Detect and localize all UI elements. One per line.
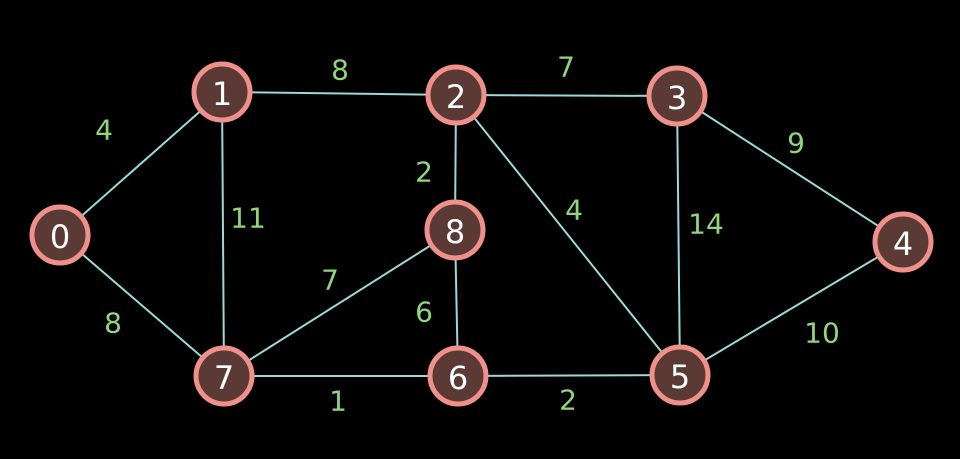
edge-7-8: [223, 229, 456, 377]
node-6: 6: [427, 345, 489, 407]
edge-weight-7-8: 7: [321, 264, 339, 297]
node-label-5: 5: [670, 358, 690, 396]
edge-2-5: [455, 94, 681, 376]
node-label-0: 0: [50, 218, 70, 256]
node-label-2: 2: [446, 78, 466, 116]
edge-4-5: [679, 241, 904, 376]
node-circle-8: [424, 199, 486, 261]
node-4: 4: [872, 211, 934, 273]
edge-weight-8-6: 6: [415, 296, 433, 329]
edge-3-4: [676, 95, 904, 243]
edge-weight-4-5: 10: [804, 317, 840, 350]
node-label-4: 4: [893, 225, 913, 263]
edge-3-5: [676, 95, 681, 376]
node-label-3: 3: [667, 79, 687, 117]
edge-0-1: [59, 91, 223, 236]
node-label-8: 8: [445, 213, 465, 251]
node-circle-1: [191, 61, 253, 123]
node-7: 7: [193, 345, 255, 407]
edge-weight-0-7: 8: [104, 307, 122, 340]
edge-2-3: [455, 94, 678, 97]
edge-weight-3-5: 14: [688, 208, 724, 241]
edge-weight-1-7: 11: [230, 202, 266, 235]
edge-1-2: [221, 91, 457, 96]
edge-weight-1-2: 8: [331, 54, 349, 87]
edge-weight-7-6: 1: [329, 385, 347, 418]
node-0: 0: [29, 204, 91, 266]
node-label-6: 6: [448, 359, 468, 397]
edge-weight-2-3: 7: [557, 51, 575, 84]
node-circle-2: [425, 64, 487, 126]
node-label-1: 1: [212, 75, 232, 113]
node-3: 3: [646, 65, 708, 127]
node-circle-7: [193, 345, 255, 407]
node-circle-6: [427, 345, 489, 407]
node-circle-0: [29, 204, 91, 266]
node-8: 8: [424, 199, 486, 261]
edge-weight-2-5: 4: [565, 194, 583, 227]
edge-weight-0-1: 4: [95, 114, 113, 147]
edge-6-5: [457, 374, 681, 377]
node-circle-3: [646, 65, 708, 127]
node-circle-4: [872, 211, 934, 273]
edge-0-7: [59, 234, 225, 377]
node-5: 5: [649, 344, 711, 406]
node-circle-5: [649, 344, 711, 406]
edge-weights-layer: 4 8 8 11 7 2 4 9 14 10 7 1 6 2: [95, 51, 840, 418]
node-label-7: 7: [214, 359, 234, 397]
node-2: 2: [425, 64, 487, 126]
node-1: 1: [191, 61, 253, 123]
nodes-layer: 0 1 2 3 4 5 6 7 8: [29, 61, 934, 407]
edge-1-7: [221, 91, 225, 377]
edge-weight-6-5: 2: [559, 384, 577, 417]
edge-weight-2-8: 2: [415, 156, 433, 189]
edge-weight-3-4: 9: [787, 127, 805, 160]
